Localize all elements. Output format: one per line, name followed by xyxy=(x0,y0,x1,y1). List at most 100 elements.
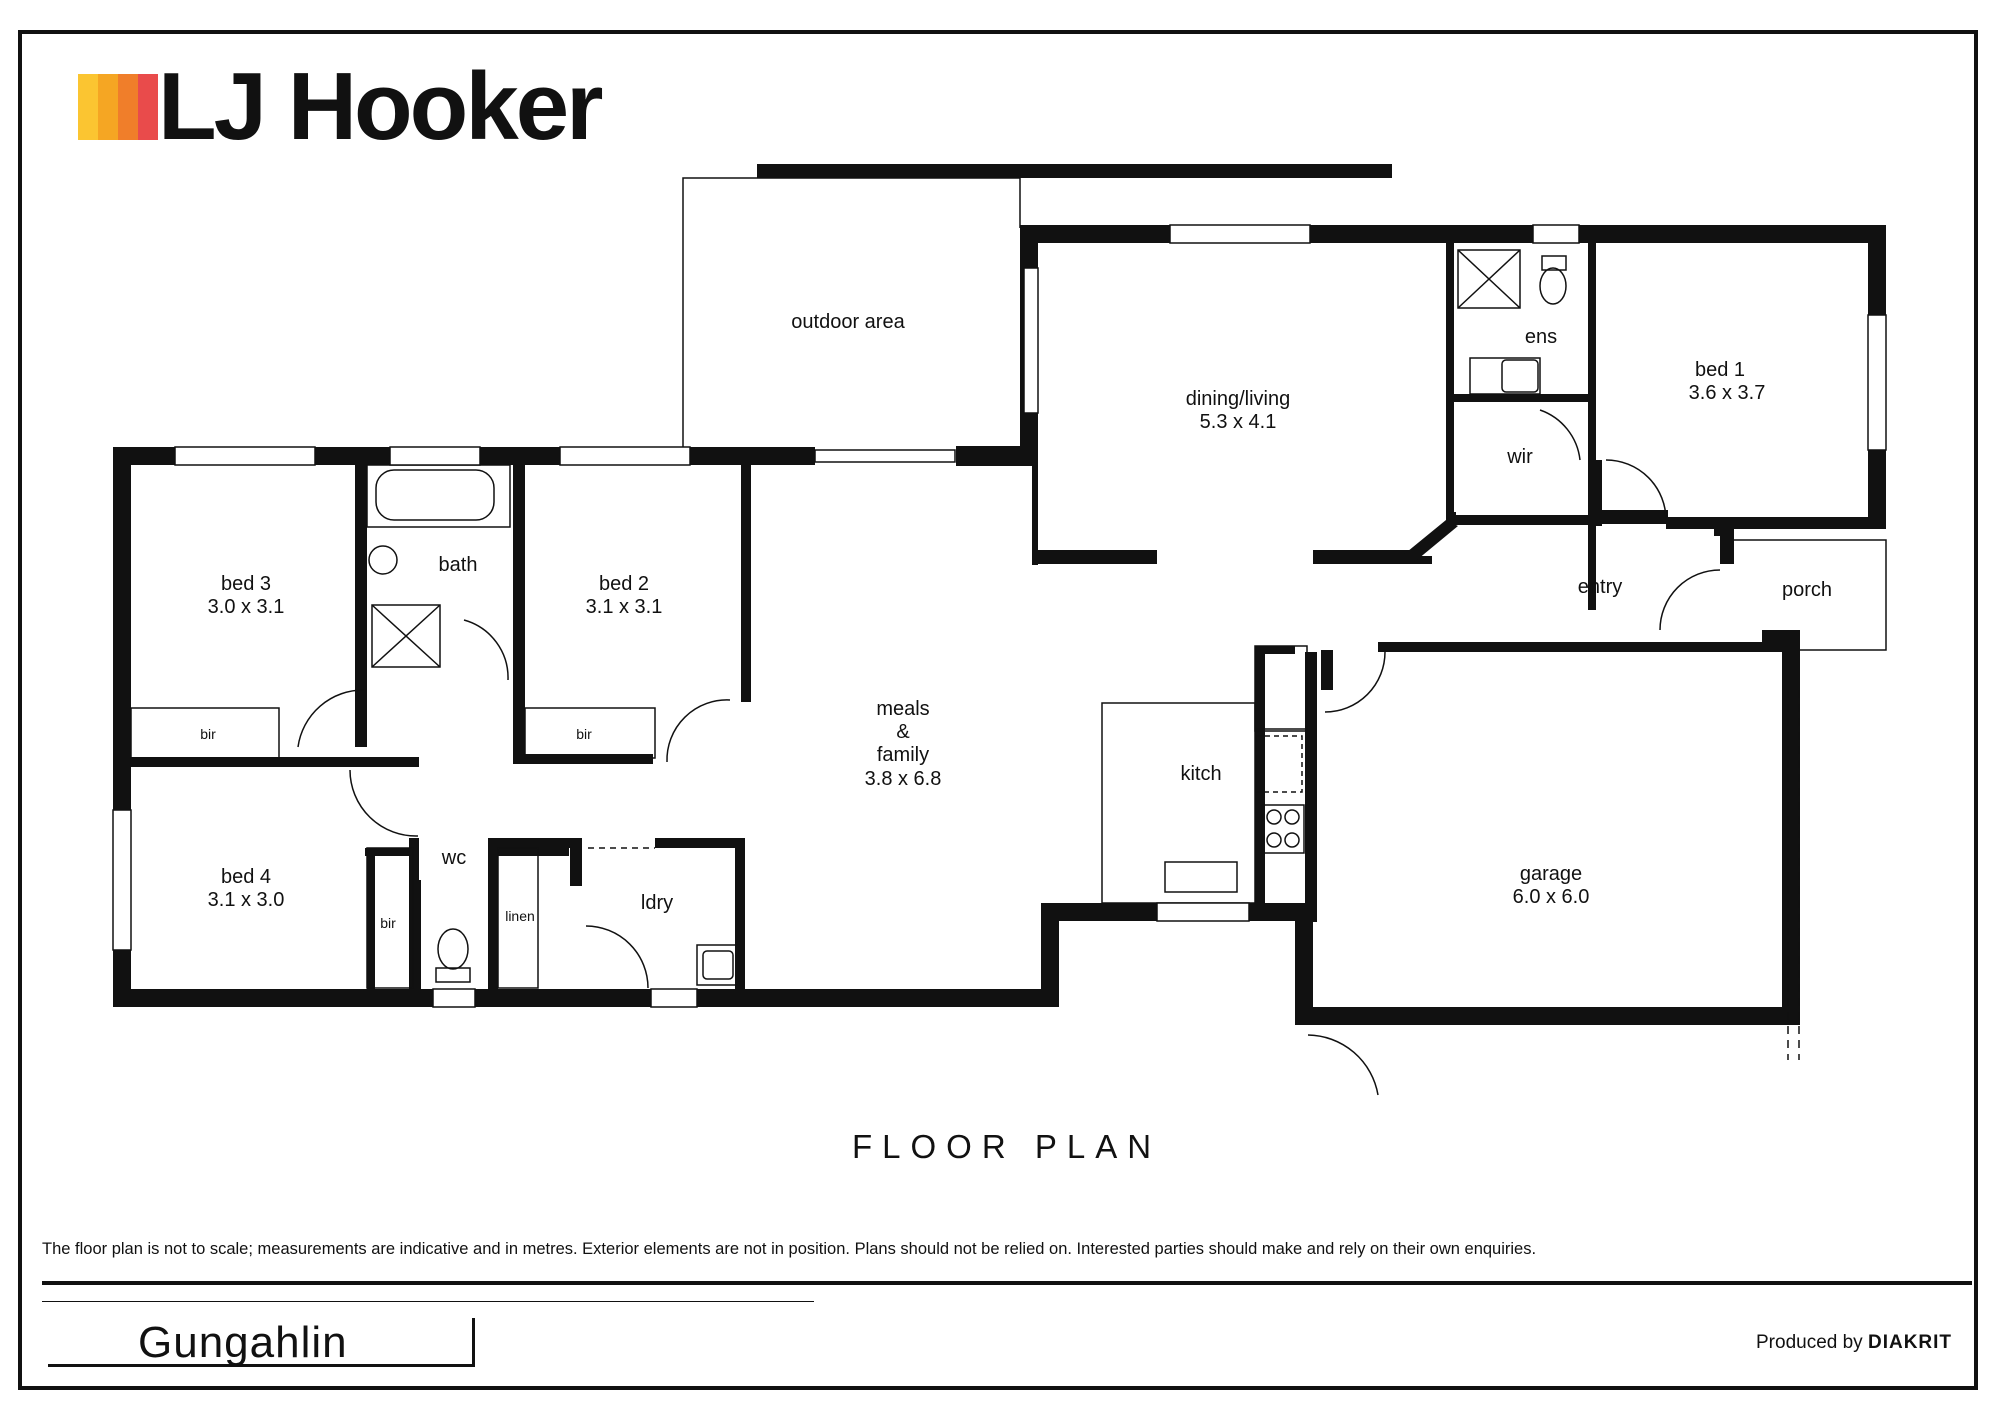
wall xyxy=(1305,652,1317,922)
wall xyxy=(1041,903,1059,1007)
wall xyxy=(1305,652,1317,690)
wall xyxy=(1782,630,1800,1025)
wall xyxy=(488,838,498,998)
label-ldry: ldry xyxy=(641,892,673,914)
wall xyxy=(757,164,1392,178)
shower-cross xyxy=(371,604,441,668)
label-bed2: bed 2 xyxy=(599,573,649,595)
label-entry: entry xyxy=(1578,576,1622,598)
produced-prefix: Produced by xyxy=(1756,1332,1863,1353)
label-bir-3: bir xyxy=(200,726,216,742)
cooktop xyxy=(1261,804,1305,854)
label-ens: ens xyxy=(1525,326,1557,348)
porch-outline xyxy=(1734,539,1887,651)
producer-name: DIAKRIT xyxy=(1867,1332,1953,1353)
burner xyxy=(1266,832,1282,848)
wall xyxy=(1402,556,1432,564)
door-swing xyxy=(666,699,731,763)
outdoor-outline xyxy=(682,177,1021,452)
wall xyxy=(1446,243,1454,523)
fridge xyxy=(1255,735,1303,793)
label-bed1-size: 3.6 x 3.7 xyxy=(1689,382,1766,404)
ens-shower xyxy=(1457,249,1521,309)
kitchen-bench-upper xyxy=(1254,645,1308,732)
wall xyxy=(1295,903,1313,1023)
label-bed3: bed 3 xyxy=(221,573,271,595)
label-wir: wir xyxy=(1506,446,1533,468)
wall xyxy=(735,838,745,998)
disclaimer: The floor plan is not to scale; measurem… xyxy=(42,1240,1537,1258)
bathtub xyxy=(375,469,495,521)
wall xyxy=(488,838,581,848)
wall xyxy=(497,848,569,856)
window xyxy=(389,446,481,466)
wall xyxy=(1255,646,1295,654)
door-swing xyxy=(463,619,509,681)
label-family: family xyxy=(877,744,929,766)
wall xyxy=(1666,517,1886,529)
door-swing xyxy=(349,769,419,837)
wc-cistern xyxy=(435,967,471,983)
label-meals-amp: & xyxy=(896,721,910,743)
door-swing xyxy=(1605,459,1667,521)
kitchen-sink xyxy=(1164,861,1238,893)
laundry-basin xyxy=(702,950,734,980)
logo-bar-red xyxy=(138,74,158,140)
window xyxy=(432,988,476,1008)
wall xyxy=(131,757,417,767)
label-dining-living-size: 5.3 x 4.1 xyxy=(1200,411,1277,433)
label-bed1: bed 1 xyxy=(1695,359,1745,381)
logo-bar-amber xyxy=(98,74,118,140)
burner xyxy=(1284,832,1300,848)
wall xyxy=(1020,225,1886,243)
wall xyxy=(1032,415,1038,565)
suburb-name: Gungahlin xyxy=(138,1318,348,1367)
wall xyxy=(1321,650,1333,690)
wall xyxy=(1598,510,1668,524)
wall xyxy=(365,848,413,856)
bir-2 xyxy=(524,707,656,759)
room-labels: outdoor area dining/living 5.3 x 4.1 ens… xyxy=(200,311,1832,931)
label-meals: meals xyxy=(876,698,929,720)
logo-bar-yellow xyxy=(78,74,98,140)
window xyxy=(650,988,698,1008)
label-bed3-size: 3.0 x 3.1 xyxy=(208,596,285,618)
wall xyxy=(1762,630,1800,652)
basin xyxy=(368,545,398,575)
shower xyxy=(371,604,441,668)
wall xyxy=(697,989,1057,1007)
brand-name: LJ Hooker xyxy=(158,53,603,160)
sliding-door xyxy=(814,449,956,463)
wall xyxy=(513,447,525,764)
window xyxy=(1156,902,1250,922)
wall xyxy=(355,447,367,747)
wall-diagonal xyxy=(1402,520,1458,564)
linen-shelf xyxy=(497,847,539,989)
wall xyxy=(367,848,375,998)
bir-3 xyxy=(130,707,280,759)
wall xyxy=(367,757,417,767)
ens-vanity xyxy=(1469,357,1541,395)
logo-bar-orange xyxy=(118,74,138,140)
divider-thin xyxy=(42,1301,814,1302)
label-meals-size: 3.8 x 6.8 xyxy=(865,768,942,790)
wc-toilet xyxy=(437,928,469,970)
label-bir-2: bir xyxy=(576,726,592,742)
thin-lines xyxy=(112,177,1887,1096)
label-bed4-size: 3.1 x 3.0 xyxy=(208,889,285,911)
wall xyxy=(413,880,421,998)
wall xyxy=(956,446,1036,466)
bir-4 xyxy=(366,847,414,989)
ens-cistern xyxy=(1541,255,1567,271)
plan-title: FLOOR PLAN xyxy=(852,1128,1162,1165)
sliding-door xyxy=(1023,267,1039,414)
label-dining-living: dining/living xyxy=(1186,388,1291,410)
burner xyxy=(1284,809,1300,825)
burner xyxy=(1266,809,1282,825)
wall xyxy=(409,757,419,767)
door-swing xyxy=(1324,651,1386,713)
label-bed2-size: 3.1 x 3.1 xyxy=(586,596,663,618)
door-swing xyxy=(297,689,365,748)
ens-toilet xyxy=(1539,267,1567,305)
